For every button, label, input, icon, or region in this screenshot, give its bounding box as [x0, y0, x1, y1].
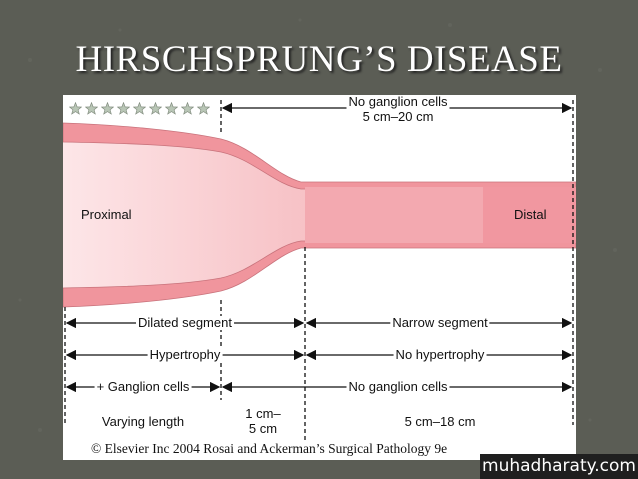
- transition-length-line2: 5 cm: [248, 421, 278, 436]
- ganglion-cells-present-label: + Ganglion cells: [94, 379, 192, 394]
- star-icon: [165, 102, 178, 115]
- distal-label: Distal: [514, 207, 547, 222]
- bowel-diagram: [63, 100, 576, 440]
- dilated-segment-label: Dilated segment: [136, 315, 234, 330]
- star-icon: [101, 102, 114, 115]
- star-icon: [197, 102, 210, 115]
- star-icon: [85, 102, 98, 115]
- top-label-line1: No ganglion cells: [346, 94, 450, 109]
- diagram-panel: No ganglion cells 5 cm–20 cm Proximal Di…: [63, 95, 576, 460]
- narrow-segment-label: Narrow segment: [390, 315, 490, 330]
- copyright-citation: © Elsevier Inc 2004 Rosai and Ackerman’s…: [91, 441, 448, 456]
- proximal-label: Proximal: [81, 207, 132, 222]
- site-watermark: muhadharaty.com: [480, 454, 638, 479]
- ganglion-cell-markers: [69, 102, 210, 115]
- hypertrophy-label: Hypertrophy: [147, 347, 223, 362]
- bowel-wall-upper: [63, 122, 576, 190]
- narrow-length-label: 5 cm–18 cm: [404, 414, 476, 429]
- top-label-line2: 5 cm–20 cm: [362, 109, 434, 124]
- star-icon: [181, 102, 194, 115]
- star-icon: [149, 102, 162, 115]
- varying-length-label: Varying length: [101, 414, 185, 429]
- star-icon: [69, 102, 82, 115]
- star-icon: [117, 102, 130, 115]
- slide-title: HIRSCHSPRUNG’S DISEASE: [75, 39, 563, 80]
- star-icon: [133, 102, 146, 115]
- bowel-wall-lower: [63, 240, 576, 308]
- no-ganglion-cells-label: No ganglion cells: [346, 379, 450, 394]
- no-hypertrophy-label: No hypertrophy: [393, 347, 487, 362]
- transition-length-line1: 1 cm–: [245, 406, 281, 421]
